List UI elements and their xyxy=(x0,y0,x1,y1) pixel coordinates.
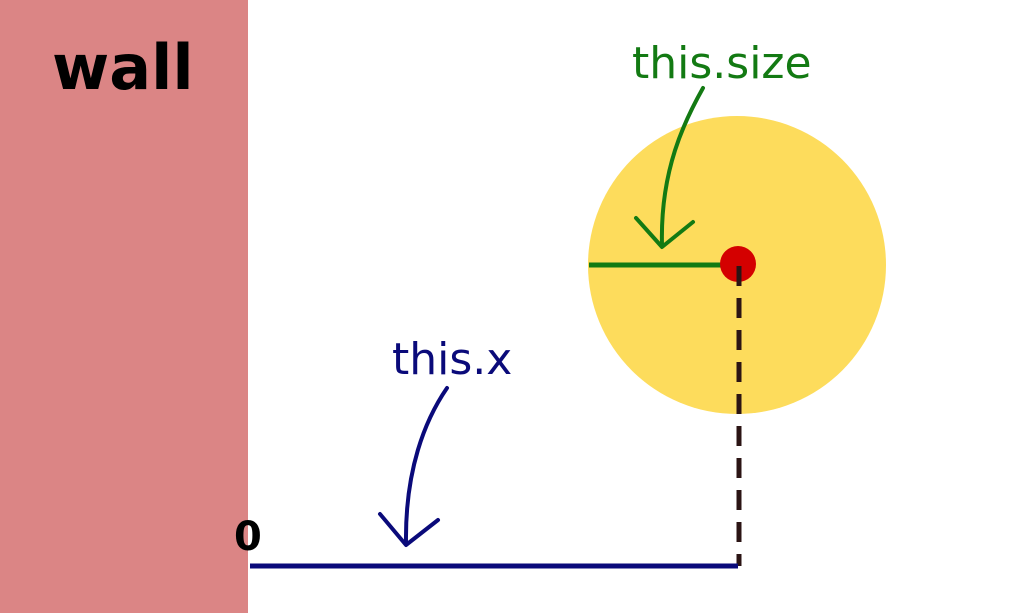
zero-label: 0 xyxy=(234,514,262,560)
wall xyxy=(0,0,248,613)
size-label: this.size xyxy=(632,38,812,89)
wall-label: wall xyxy=(52,31,194,104)
curved-arrow-down-icon xyxy=(634,86,705,249)
x-label: this.x xyxy=(392,334,512,385)
curved-arrow-down-icon xyxy=(378,386,449,547)
ball-center xyxy=(720,246,756,282)
